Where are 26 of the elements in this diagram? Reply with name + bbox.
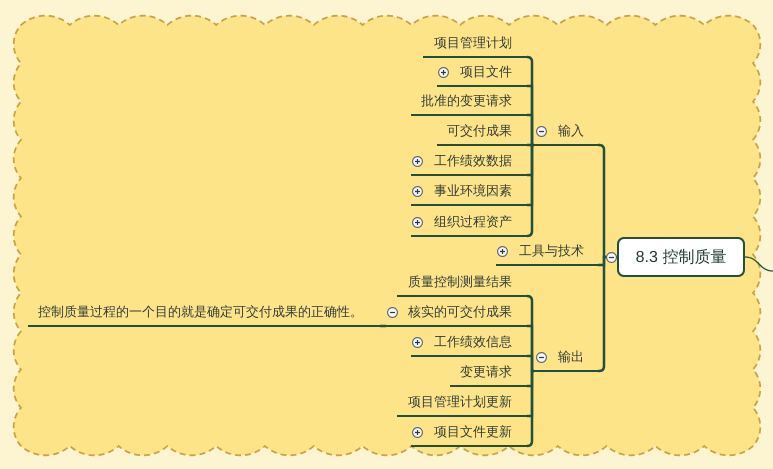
- topic-label: 变更请求: [460, 363, 512, 381]
- topic-label: 项目文件: [460, 63, 512, 81]
- topic-label: 控制质量过程的一个目的就是确定可交付成果的正确性。: [38, 303, 363, 321]
- connector: [527, 114, 534, 146]
- topic-label: 输入: [558, 122, 584, 140]
- connector: [380, 324, 386, 328]
- topic-label: 核实的可交付成果: [408, 303, 512, 321]
- connector: [526, 370, 534, 448]
- topic-label: 项目管理计划: [434, 34, 512, 52]
- cloud-boundary: [12, 14, 762, 457]
- topic-box: 8.3 控制质量: [617, 237, 745, 277]
- topic-label: 组织过程资产: [434, 213, 512, 231]
- topic-label: 项目文件更新: [434, 423, 512, 441]
- topic-label: 事业环境因素: [434, 182, 512, 200]
- topic-label: 工作绩效数据: [434, 152, 512, 170]
- topic-label: 质量控制测量结果: [408, 273, 512, 291]
- topic-label: 项目管理计划更新: [408, 393, 512, 411]
- topic-label: 输出: [558, 348, 584, 366]
- connector: [526, 144, 534, 238]
- topic-label: 批准的变更请求: [421, 92, 512, 110]
- connector: [527, 354, 534, 372]
- connector: [744, 256, 773, 272]
- topic-label: 可交付成果: [447, 122, 512, 140]
- topic-label: 工作绩效信息: [434, 333, 512, 351]
- topic-label: 工具与技术: [519, 242, 584, 260]
- connector: [527, 144, 534, 146]
